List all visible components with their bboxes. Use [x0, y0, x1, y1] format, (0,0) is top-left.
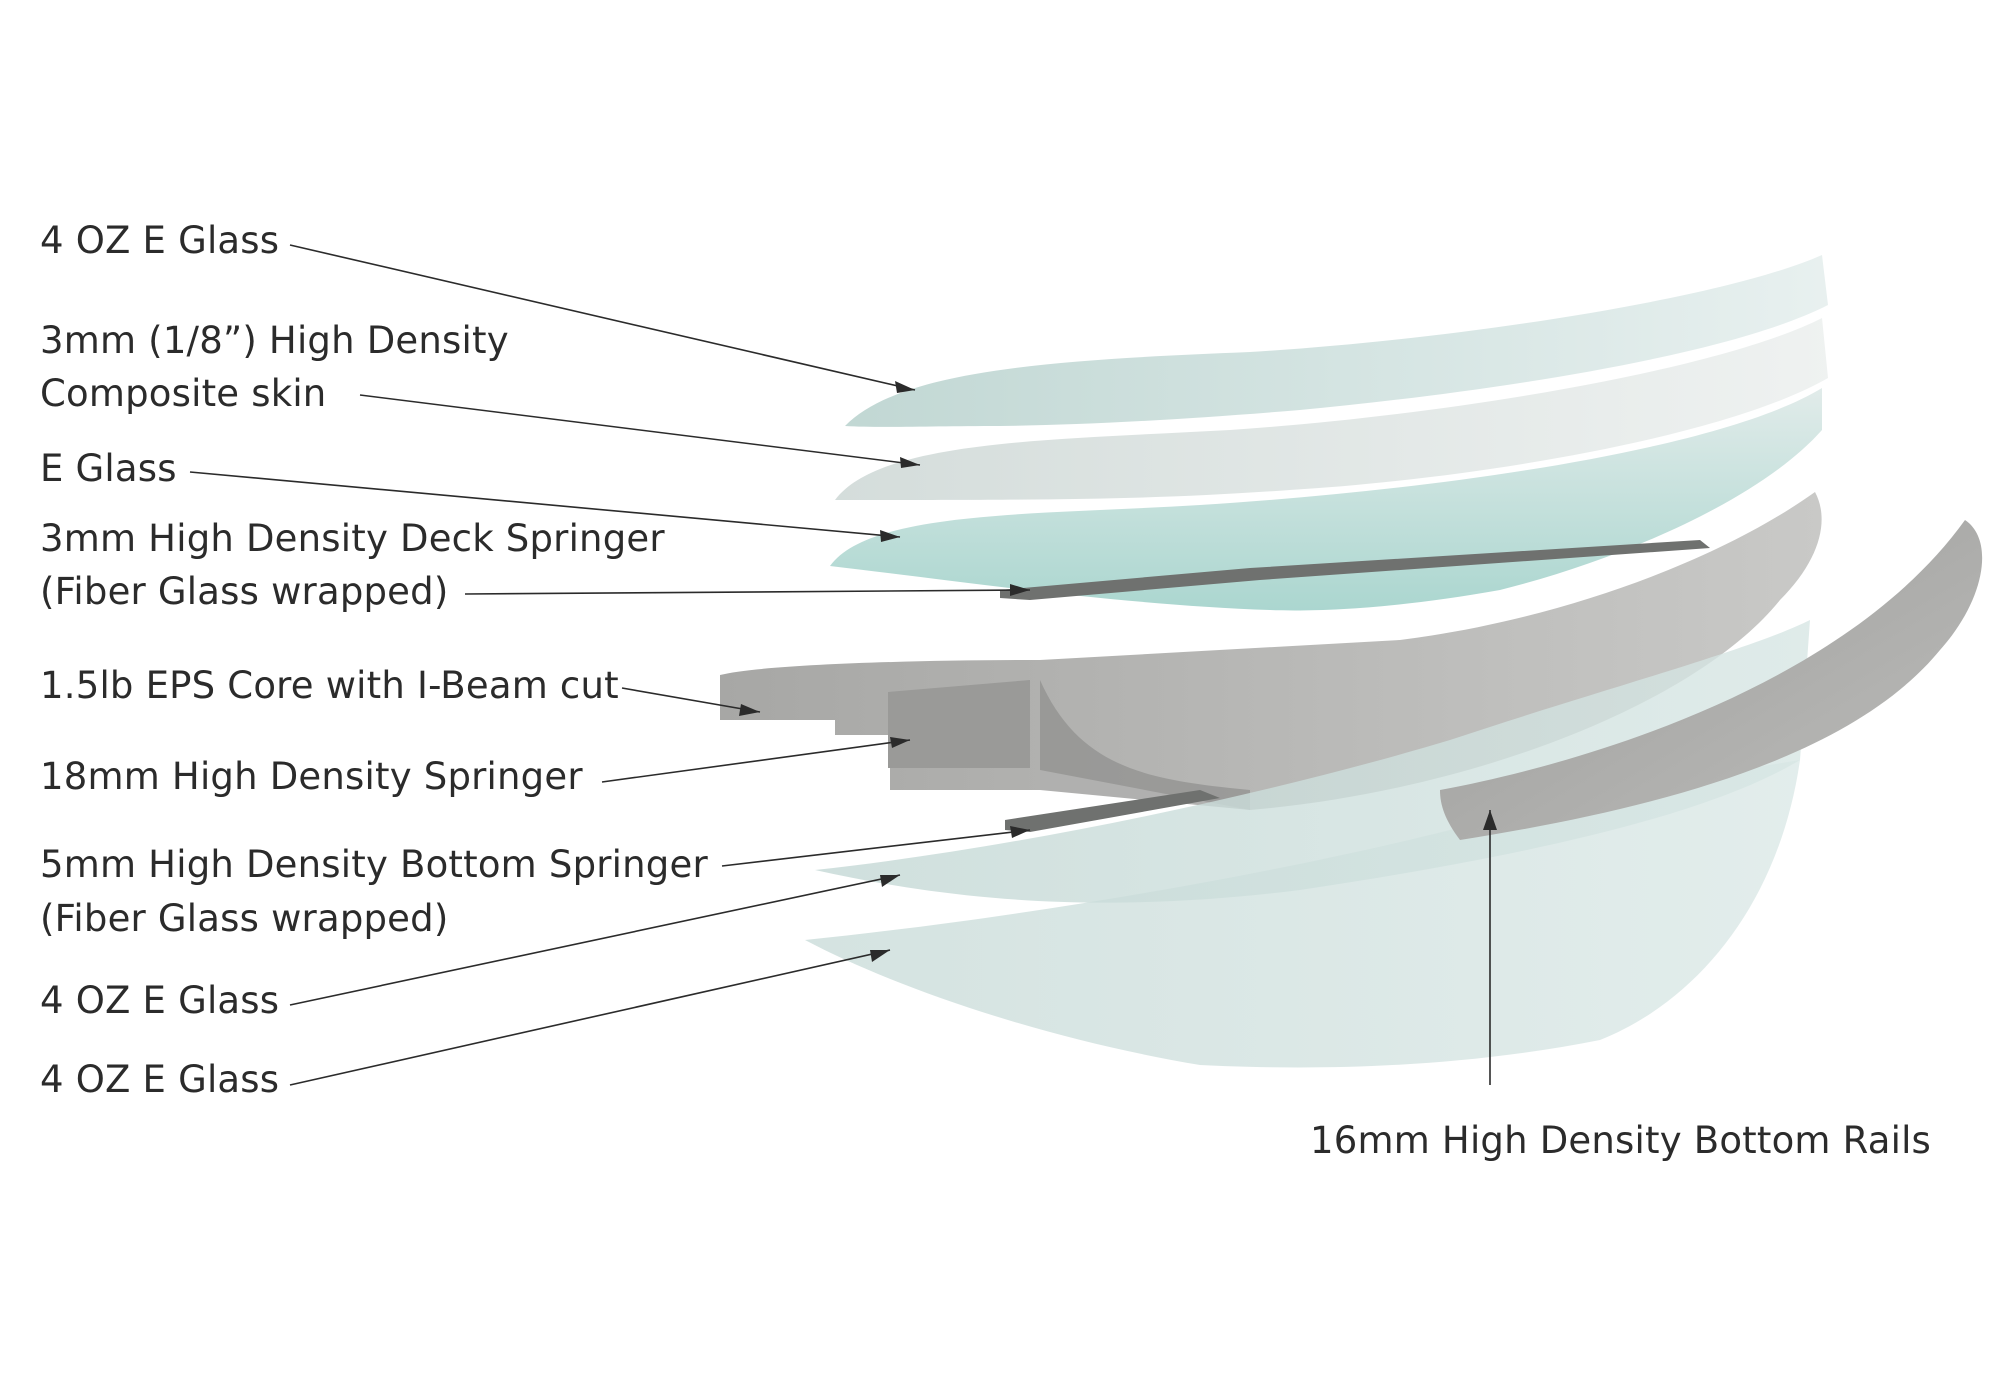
label-composite-skin-line2: Composite skin	[40, 372, 327, 415]
bottom-e-glass-sheet-2	[805, 760, 1800, 1068]
label-composite-skin-line1: 3mm (1/8”) High Density	[40, 319, 509, 362]
label-bottom-e-glass-1: 4 OZ E Glass	[40, 979, 280, 1022]
label-deck-springer-line2: (Fiber Glass wrapped)	[40, 570, 449, 613]
label-bottom-springer-line2: (Fiber Glass wrapped)	[40, 897, 449, 940]
label-top-e-glass: 4 OZ E Glass	[40, 219, 280, 262]
bottom-rail	[1440, 520, 1983, 840]
springer-18mm-block	[888, 680, 1030, 768]
arrow-heads	[739, 381, 1497, 962]
leader-lines	[189, 244, 1491, 1086]
label-springer-18mm: 18mm High Density Springer	[40, 755, 583, 798]
label-eps-core: 1.5lb EPS Core with I-Beam cut	[40, 664, 619, 707]
top-e-glass-sheet	[845, 255, 1828, 427]
label-bottom-e-glass-2: 4 OZ E Glass	[40, 1058, 280, 1101]
deck-springer-strip	[1000, 540, 1710, 600]
label-bottom-springer-line1: 5mm High Density Bottom Springer	[40, 843, 708, 886]
eps-core-shadow-face	[1040, 680, 1250, 810]
label-e-glass: E Glass	[40, 447, 177, 490]
label-bottom-rails: 16mm High Density Bottom Rails	[1310, 1119, 1932, 1162]
bottom-springer-strip	[1005, 790, 1220, 832]
label-deck-springer-line1: 3mm High Density Deck Springer	[40, 517, 665, 560]
composite-skin-sheet	[835, 318, 1828, 500]
